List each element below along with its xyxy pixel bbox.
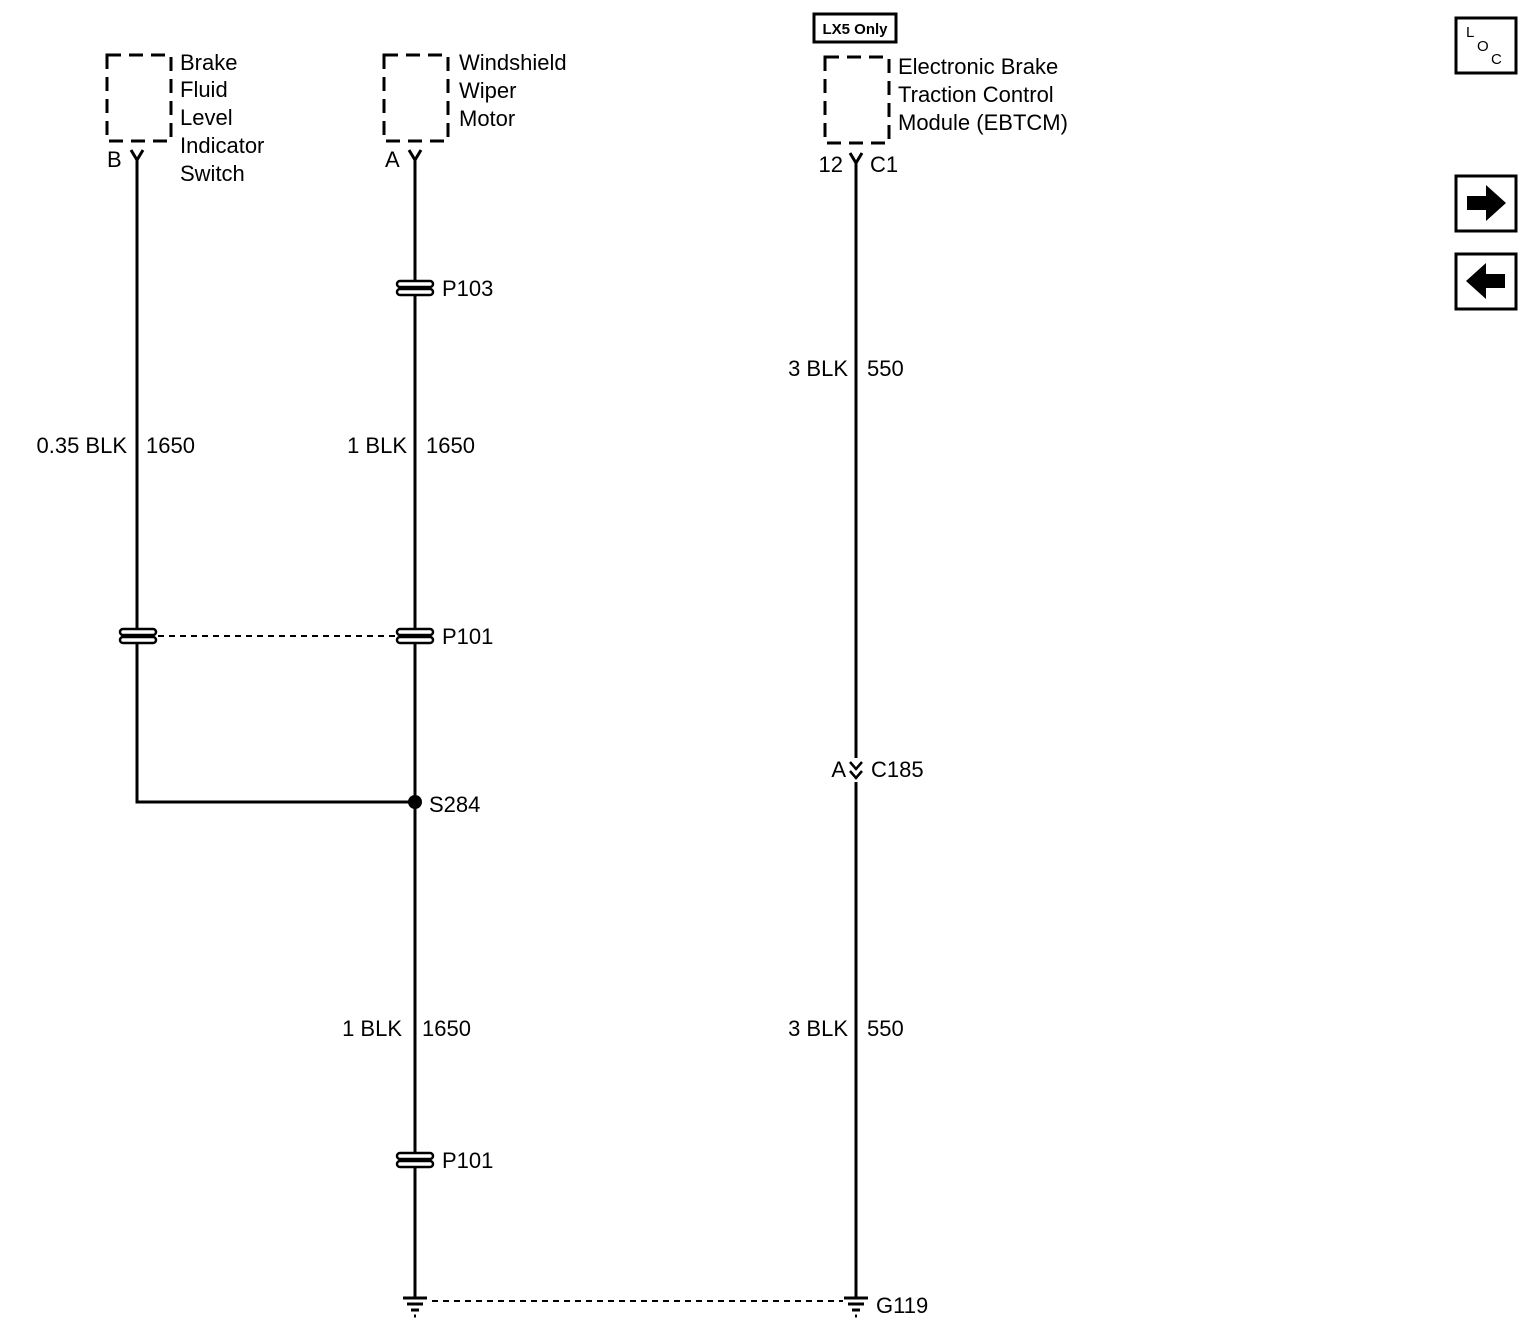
windshield-wiper-motor: Windshield Wiper Motor A <box>382 50 567 172</box>
component-box <box>823 55 891 145</box>
pin-terminal-icon <box>848 152 864 166</box>
ground-icon <box>844 1296 868 1318</box>
ground-label: G119 <box>876 1293 928 1318</box>
ebtcm-module: LX5 Only Electronic Brake Traction Contr… <box>812 12 1068 177</box>
connector-pin-label: A <box>831 757 846 782</box>
wire-size-color: 0.35 BLK <box>36 433 127 458</box>
pin-terminal-icon <box>407 149 423 163</box>
loc-letter-o: O <box>1477 38 1489 55</box>
component-label-line: Electronic Brake <box>898 54 1058 79</box>
inline-connector-icon <box>118 627 158 645</box>
wire-size-color: 3 BLK <box>788 356 848 381</box>
loc-letter-c: C <box>1491 51 1502 68</box>
wire-circuit-number: 550 <box>867 1016 904 1041</box>
connector-c185-icon <box>848 758 864 782</box>
wire-size-color: 3 BLK <box>788 1016 848 1041</box>
component-label-line: Traction Control <box>898 82 1054 107</box>
component-label-line: Motor <box>459 106 515 131</box>
pin-terminal-icon <box>129 149 145 163</box>
inline-connector-icon <box>395 627 435 645</box>
component-label-line: Fluid <box>180 77 228 102</box>
component-label-line: Module (EBTCM) <box>898 110 1068 135</box>
arrow-left-icon <box>1466 263 1505 299</box>
connector-label: P101 <box>442 624 493 649</box>
component-box <box>382 53 450 143</box>
pin-label: 12 <box>819 152 843 177</box>
pin-label: A <box>385 147 400 172</box>
component-label-line: Wiper <box>459 78 516 103</box>
connector-label: P101 <box>442 1148 493 1173</box>
splice-dot-icon <box>408 795 422 809</box>
wire-size-color: 1 BLK <box>347 433 407 458</box>
option-badge <box>812 12 898 44</box>
ground-icon <box>403 1296 427 1318</box>
component-label-line: Windshield <box>459 50 567 75</box>
arrow-right-icon <box>1467 185 1506 221</box>
inline-connector-icon <box>395 279 435 297</box>
connector-label: P103 <box>442 276 493 301</box>
pin-label: B <box>107 147 122 172</box>
connector-label: C185 <box>871 757 924 782</box>
component-label-line: Level <box>180 105 233 130</box>
prev-page-button[interactable] <box>1454 252 1518 311</box>
wire-circuit-number: 1650 <box>146 433 195 458</box>
loc-letter-l: L <box>1466 24 1474 41</box>
next-page-button[interactable] <box>1454 174 1518 233</box>
option-badge-label: LX5 Only <box>822 21 888 38</box>
inline-connector-icon <box>395 1151 435 1169</box>
component-label-line: Brake <box>180 50 237 75</box>
wire-circuit-number: 1650 <box>426 433 475 458</box>
wire-size-color: 1 BLK <box>342 1016 402 1041</box>
component-label-line: Indicator <box>180 133 264 158</box>
loc-button[interactable]: L O C <box>1454 16 1518 75</box>
connector-label: C1 <box>870 152 898 177</box>
wire-brake-switch <box>135 160 413 804</box>
wire-circuit-number: 1650 <box>422 1016 471 1041</box>
wire-circuit-number: 550 <box>867 356 904 381</box>
splice-label: S284 <box>429 792 480 817</box>
component-box <box>105 53 173 143</box>
component-label-line: Switch <box>180 161 245 186</box>
brake-fluid-level-switch: Brake Fluid Level Indicator Switch B <box>105 50 264 186</box>
